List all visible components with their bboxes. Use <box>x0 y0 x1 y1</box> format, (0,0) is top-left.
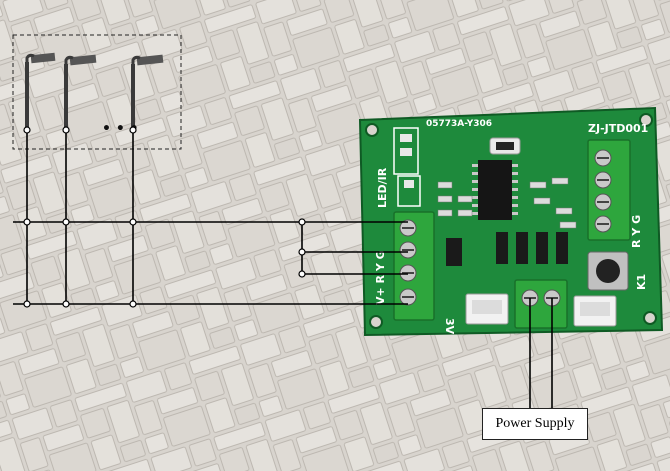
board-model: ZJ-JTD001 <box>588 122 648 135</box>
right-terminal-block <box>587 139 631 241</box>
microcontroller-chip <box>478 160 512 220</box>
silk-k1: K1 <box>635 274 648 290</box>
silk-right-terminals: R Y G <box>630 215 643 248</box>
power-terminal-block <box>514 279 568 329</box>
street-lamp-2 <box>64 54 97 130</box>
lamp-ellipsis: • • • <box>102 121 139 137</box>
push-button-k1 <box>587 251 629 291</box>
silk-left-terminals: V+ R Y G <box>374 250 387 305</box>
wiring <box>13 130 553 408</box>
silk-voltage: 3V <box>443 318 456 335</box>
wire-junctions <box>23 126 306 308</box>
left-terminal-block <box>393 211 435 321</box>
silk-led-ir: LED/IR <box>376 167 389 208</box>
street-lamp-1 <box>25 52 56 130</box>
controller-pcb: 05773A-Y306 ZJ-JTD001 LED/IR V+ R Y G R … <box>358 106 664 337</box>
power-supply-label: Power Supply <box>482 408 588 440</box>
street-lamp-3 <box>131 54 164 130</box>
board-part-number: 05773A-Y306 <box>426 119 492 129</box>
lamp-group-dashed-frame <box>12 34 182 150</box>
